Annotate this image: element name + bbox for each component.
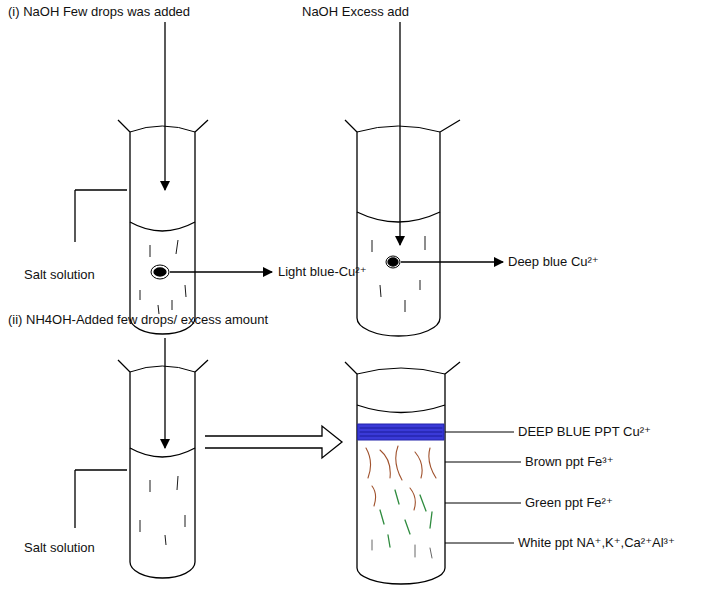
step-heading: (ii) NH4OH-Added few drops/ excess amoun… xyxy=(8,312,268,328)
step-heading: (i) NaOH Few drops was added xyxy=(8,4,190,20)
step-heading: NaOH Excess add xyxy=(302,4,409,20)
precipitate-label: White ppt NA⁺,K⁺,Ca²⁺Al³⁺ xyxy=(518,535,675,551)
precipitate-label: Green ppt Fe²⁺ xyxy=(525,495,613,511)
result-label: Deep blue Cu²⁺ xyxy=(508,254,599,270)
result-label: Light blue-Cu²⁺ xyxy=(278,264,367,280)
bracket-label: Salt solution xyxy=(24,267,95,283)
precipitate-label: Brown ppt Fe³⁺ xyxy=(525,454,614,470)
bracket-label: Salt solution xyxy=(24,540,95,556)
precipitate-label: DEEP BLUE PPT Cu²⁺ xyxy=(518,424,651,440)
